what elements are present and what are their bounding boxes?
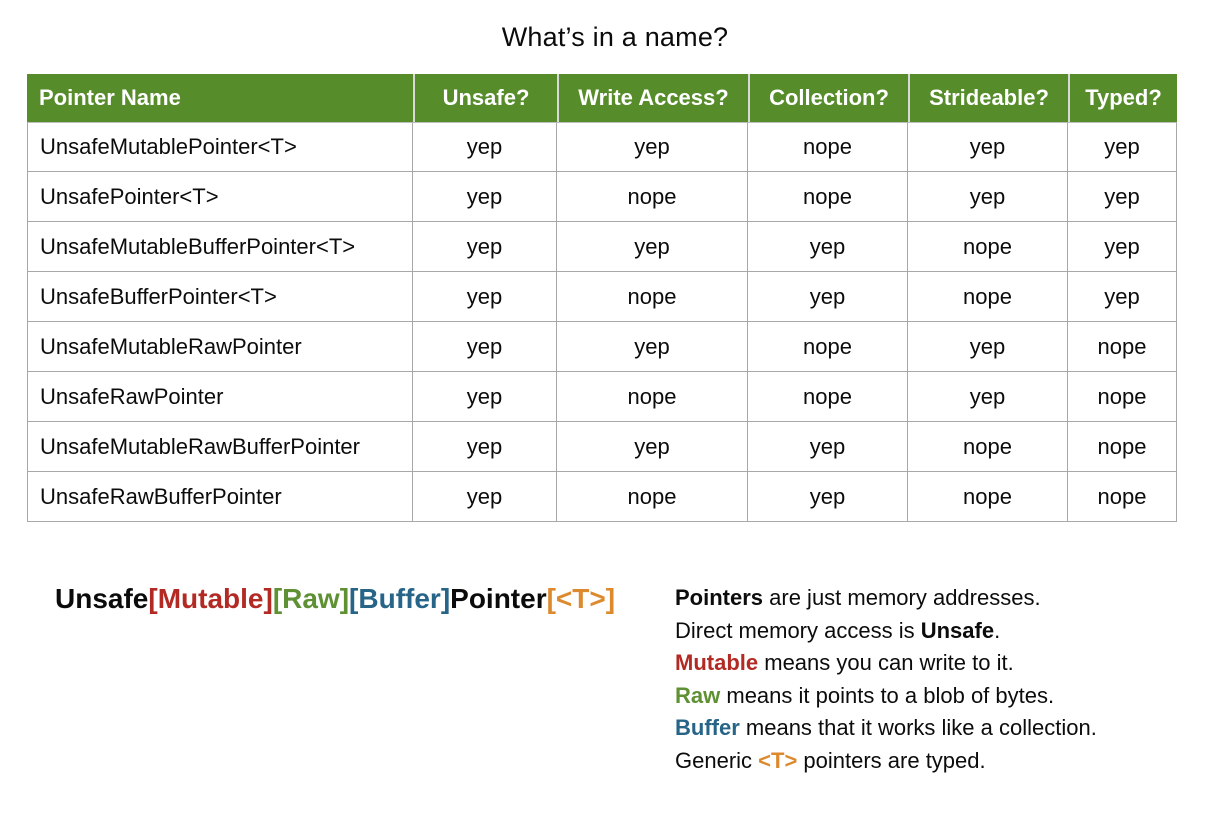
value-cell: yep bbox=[1068, 222, 1177, 272]
value-cell: yep bbox=[413, 122, 557, 172]
value-cell: yep bbox=[1068, 172, 1177, 222]
value-cell: nope bbox=[1068, 422, 1177, 472]
value-cell: yep bbox=[413, 172, 557, 222]
value-cell: yep bbox=[557, 222, 748, 272]
explanation-text: Pointers are just memory addresses.Direc… bbox=[675, 582, 1215, 777]
value-cell: yep bbox=[557, 322, 748, 372]
explanation-line: Direct memory access is Unsafe. bbox=[675, 615, 1215, 648]
value-cell: nope bbox=[557, 172, 748, 222]
value-cell: yep bbox=[413, 472, 557, 522]
column-header-collection: Collection? bbox=[748, 74, 908, 122]
value-cell: nope bbox=[748, 322, 908, 372]
formula-segment-t: [<T>] bbox=[546, 583, 616, 614]
value-cell: nope bbox=[908, 472, 1068, 522]
value-cell: yep bbox=[413, 372, 557, 422]
text-span: means you can write to it. bbox=[758, 650, 1014, 675]
explanation-line: Generic <T> pointers are typed. bbox=[675, 745, 1215, 778]
pointer-name-cell: UnsafeMutableRawBufferPointer bbox=[27, 422, 413, 472]
text-span: . bbox=[994, 617, 1001, 643]
value-cell: nope bbox=[557, 272, 748, 322]
value-cell: nope bbox=[557, 472, 748, 522]
explanation-line: Mutable means you can write to it. bbox=[675, 647, 1215, 680]
formula-segment-unsafe: Unsafe bbox=[55, 583, 149, 614]
pointer-name-cell: UnsafeRawBufferPointer bbox=[27, 472, 413, 522]
text-span: Direct memory access is bbox=[675, 617, 921, 643]
pointer-name-cell: UnsafeMutablePointer<T> bbox=[27, 122, 413, 172]
value-cell: nope bbox=[1068, 322, 1177, 372]
value-cell: yep bbox=[413, 322, 557, 372]
pointer-name-cell: UnsafeMutableBufferPointer<T> bbox=[27, 222, 413, 272]
keyword-buffer: Buffer bbox=[675, 715, 740, 740]
value-cell: yep bbox=[748, 472, 908, 522]
formula-segment-mutable: [Mutable] bbox=[148, 583, 273, 614]
value-cell: yep bbox=[748, 272, 908, 322]
value-cell: nope bbox=[908, 422, 1068, 472]
formula-segment-buffer: [Buffer] bbox=[349, 583, 451, 614]
pointer-name-cell: UnsafeMutableRawPointer bbox=[27, 322, 413, 372]
explanation-line: Pointers are just memory addresses. bbox=[675, 582, 1215, 615]
keyword-raw: Raw bbox=[675, 682, 721, 708]
value-cell: yep bbox=[557, 122, 748, 172]
value-cell: yep bbox=[413, 422, 557, 472]
value-cell: nope bbox=[908, 222, 1068, 272]
keyword-unsafe: Unsafe bbox=[920, 617, 995, 643]
value-cell: yep bbox=[908, 172, 1068, 222]
value-cell: nope bbox=[748, 172, 908, 222]
column-header-strideable: Strideable? bbox=[908, 74, 1068, 122]
value-cell: yep bbox=[413, 272, 557, 322]
pointer-name-cell: UnsafeRawPointer bbox=[27, 372, 413, 422]
keyword-t: <T> bbox=[758, 747, 798, 773]
explanation-line: Buffer means that it works like a collec… bbox=[675, 712, 1215, 745]
text-span: pointers are typed. bbox=[797, 747, 986, 773]
column-header-typed: Typed? bbox=[1068, 74, 1177, 122]
formula-segment-pointer: Pointer bbox=[450, 583, 547, 614]
value-cell: yep bbox=[748, 422, 908, 472]
explanation-line: Raw means it points to a blob of bytes. bbox=[675, 680, 1215, 713]
column-header-unsafe: Unsafe? bbox=[413, 74, 557, 122]
column-header-write-access: Write Access? bbox=[557, 74, 748, 122]
text-span: means it points to a blob of bytes. bbox=[720, 682, 1055, 708]
value-cell: yep bbox=[748, 222, 908, 272]
value-cell: yep bbox=[908, 322, 1068, 372]
text-span: Generic bbox=[675, 747, 759, 773]
value-cell: yep bbox=[908, 122, 1068, 172]
value-cell: nope bbox=[557, 372, 748, 422]
value-cell: yep bbox=[1068, 122, 1177, 172]
pointer-name-cell: UnsafeBufferPointer<T> bbox=[27, 272, 413, 322]
value-cell: nope bbox=[1068, 472, 1177, 522]
formula-segment-raw: [Raw] bbox=[272, 583, 350, 614]
text-span: means that it works like a collection. bbox=[739, 715, 1097, 740]
page-title: What’s in a name? bbox=[501, 22, 729, 52]
value-cell: nope bbox=[908, 272, 1068, 322]
value-cell: nope bbox=[748, 372, 908, 422]
value-cell: yep bbox=[908, 372, 1068, 422]
pointer-name-cell: UnsafePointer<T> bbox=[27, 172, 413, 222]
keyword-pointers: Pointers bbox=[675, 585, 764, 610]
pointer-naming-formula: Unsafe[Mutable][Raw][Buffer]Pointer[<T>] bbox=[55, 583, 615, 615]
column-header-pointer-name: Pointer Name bbox=[27, 74, 413, 122]
value-cell: nope bbox=[1068, 372, 1177, 422]
value-cell: yep bbox=[1068, 272, 1177, 322]
keyword-mutable: Mutable bbox=[675, 650, 759, 675]
text-span: are just memory addresses. bbox=[763, 585, 1041, 610]
value-cell: nope bbox=[748, 122, 908, 172]
value-cell: yep bbox=[413, 222, 557, 272]
value-cell: yep bbox=[557, 422, 748, 472]
